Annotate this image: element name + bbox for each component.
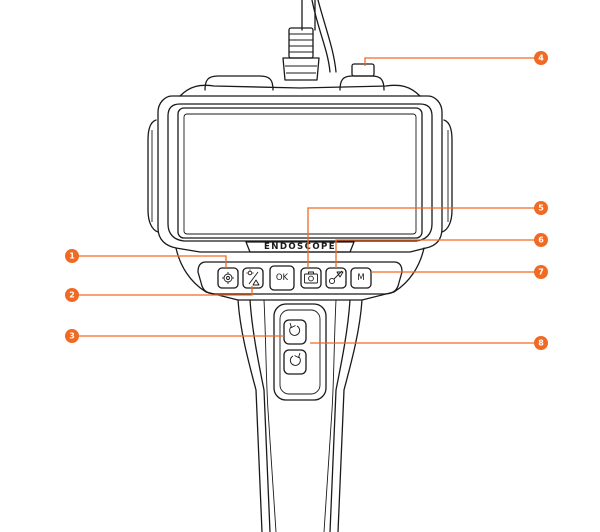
rotate-left-button[interactable] <box>283 319 307 345</box>
callout-3-number: 3 <box>69 332 75 341</box>
rotation-button-panel <box>273 303 327 401</box>
capture-button[interactable] <box>300 267 322 289</box>
callout-8-number: 8 <box>538 339 544 348</box>
handle <box>237 299 363 532</box>
callout-8: 8 <box>534 336 548 350</box>
zoom-icon <box>328 270 344 285</box>
mode-button-label: M <box>357 273 364 283</box>
callout-6: 6 <box>534 233 548 247</box>
callout-5-number: 5 <box>538 204 544 213</box>
control-panel <box>175 247 425 301</box>
callout-lines <box>75 57 539 344</box>
callout-7-number: 7 <box>538 268 544 277</box>
ok-button[interactable]: OK <box>269 265 295 291</box>
settings-button[interactable] <box>217 267 239 289</box>
zoom-button[interactable] <box>325 267 347 289</box>
brand-plate: ENDOSCOPE <box>245 241 355 253</box>
device-housing <box>147 84 453 253</box>
rotate-right-icon <box>289 352 301 366</box>
top-ports <box>204 63 385 91</box>
callout-7: 7 <box>534 265 548 279</box>
brand-label: ENDOSCOPE <box>264 242 336 252</box>
callout-1-number: 1 <box>69 252 75 261</box>
callout-2: 2 <box>65 288 79 302</box>
gear-icon <box>222 272 234 284</box>
callout-3: 3 <box>65 329 79 343</box>
callout-5: 5 <box>534 201 548 215</box>
cable-connector <box>282 27 320 81</box>
callout-1: 1 <box>65 249 79 263</box>
camera-icon <box>304 271 318 284</box>
mode-button[interactable]: M <box>350 267 372 289</box>
callout-4: 4 <box>534 51 548 65</box>
callout-6-number: 6 <box>538 236 544 245</box>
rotate-right-button[interactable] <box>283 349 307 375</box>
rotate-left-icon <box>289 322 301 336</box>
display-screen <box>177 107 423 239</box>
brightness-button[interactable] <box>242 267 264 289</box>
brightness-icon <box>246 269 260 286</box>
callout-4-number: 4 <box>538 54 544 63</box>
ok-button-label: OK <box>276 273 289 283</box>
cable <box>301 0 337 73</box>
port-cover[interactable] <box>351 63 375 77</box>
callout-2-number: 2 <box>69 291 75 300</box>
